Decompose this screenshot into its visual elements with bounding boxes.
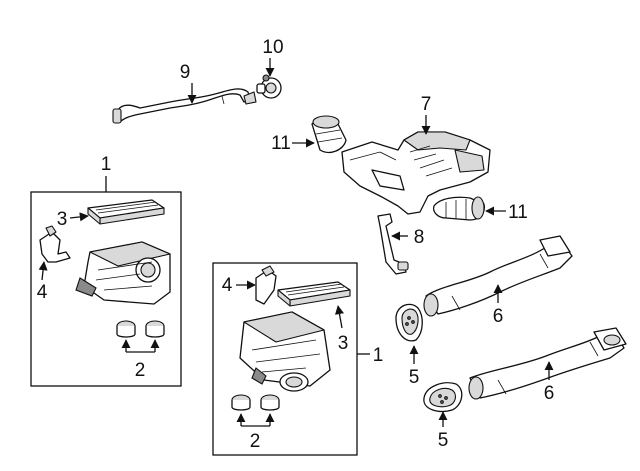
callout-9: 9	[180, 62, 191, 83]
callout-6-upper: 6	[493, 306, 504, 327]
air-cleaner-housing-right-illustration	[239, 311, 331, 392]
resonator-illustration	[341, 131, 491, 215]
valve-illustration	[256, 74, 282, 99]
coupler-lower-illustration	[432, 196, 486, 221]
mass-air-flow-sensor-right-illustration	[255, 265, 277, 305]
callout-11-upper: 11	[271, 133, 291, 154]
callout-5-upper: 5	[409, 367, 420, 388]
callout-1-right: 1	[373, 345, 384, 366]
vent-hose-illustration	[112, 88, 257, 124]
callout-1-left: 1	[101, 154, 112, 175]
callout-2-left: 2	[135, 360, 146, 381]
leader-3-left	[69, 212, 89, 222]
callout-4-left: 4	[37, 282, 48, 303]
callout-7: 7	[421, 94, 432, 115]
callout-6-lower: 6	[544, 383, 555, 404]
air-filter-right-illustration	[277, 281, 351, 307]
mount-grommets-right-illustration	[231, 394, 280, 411]
assembly-box-right	[212, 262, 358, 456]
mount-grommets-left-illustration	[116, 320, 165, 338]
callout-10: 10	[262, 37, 283, 58]
callout-3-right: 3	[338, 333, 349, 354]
air-filter-left-illustration	[87, 199, 165, 225]
callout-3-left: 3	[57, 209, 68, 230]
intake-duct-upper-illustration	[423, 235, 573, 317]
leader-4-left	[38, 261, 48, 281]
sensor-illustration	[377, 213, 409, 275]
callout-2-right: 2	[250, 431, 261, 452]
leader-3-right	[334, 305, 344, 329]
callout-5-lower: 5	[438, 430, 449, 451]
callout-4-right: 4	[222, 275, 233, 296]
callout-8: 8	[414, 227, 425, 248]
seal-lower-illustration	[423, 382, 463, 413]
mass-air-flow-sensor-left-illustration	[39, 225, 71, 263]
coupler-upper-illustration	[311, 115, 347, 154]
air-cleaner-housing-left-illustration	[75, 241, 171, 305]
callout-11-lower: 11	[508, 202, 528, 223]
seal-upper-illustration	[395, 303, 423, 342]
